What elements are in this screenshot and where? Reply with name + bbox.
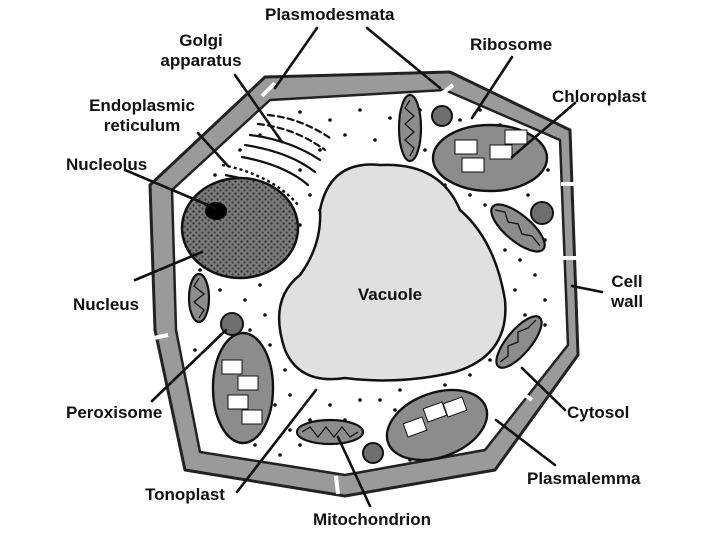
label-cell-line2: wall [610,292,643,311]
nucleolus-pointer [123,168,217,210]
peroxisome-pointer [150,328,228,403]
vacuole [277,163,507,382]
label-chloroplast: Chloroplast [552,87,647,106]
golgi-pointer [233,73,284,144]
chloroplast-pointer [510,101,577,159]
label-plasmalemma: Plasmalemma [527,469,641,488]
mitochondria-cristae [192,99,541,439]
label-plasmodesmata: Plasmodesmata [265,5,395,24]
label-er-line2: reticulum [104,116,181,135]
chloroplast-top [431,123,549,193]
label-vacuole: Vacuole [358,285,422,304]
label-ribosome: Ribosome [470,35,552,54]
label-golgi-line2: apparatus [160,51,241,70]
mitochondrion-pointer [336,435,372,508]
plasmodesmata-pointer-right [365,26,442,90]
label-nucleus: Nucleus [73,295,139,314]
label-cell-line1: Cell [611,272,642,291]
tonoplast-pointer [235,388,318,494]
label-er-line1: Endoplasmic [89,96,195,115]
label-cytosol: Cytosol [567,403,629,422]
pointer-lines [123,26,604,508]
plasmodesmata-pointer-left [273,26,319,90]
label-tonoplast: Tonoplast [145,485,225,504]
chloroplast-left [211,331,275,445]
chloroplast-bottom-right [385,388,489,462]
label-mitochondrion: Mitochondrion [313,510,431,529]
plasmalemma-pointer [494,418,557,467]
er-pointer [196,131,230,168]
label-golgi-line1: Golgi [179,31,222,50]
plasmodesmata-gaps [153,81,578,495]
golgi-apparatus [240,113,332,187]
cell-wall-pointer [570,284,604,294]
nucleus [180,176,300,280]
peroxisomes [220,105,554,464]
nucleus-pointer [133,250,204,282]
cytosol-pointer [520,366,567,412]
label-nucleolus: Nucleolus [66,155,147,174]
label-peroxisome: Peroxisome [66,403,162,422]
ribosome-pointer [470,55,514,120]
